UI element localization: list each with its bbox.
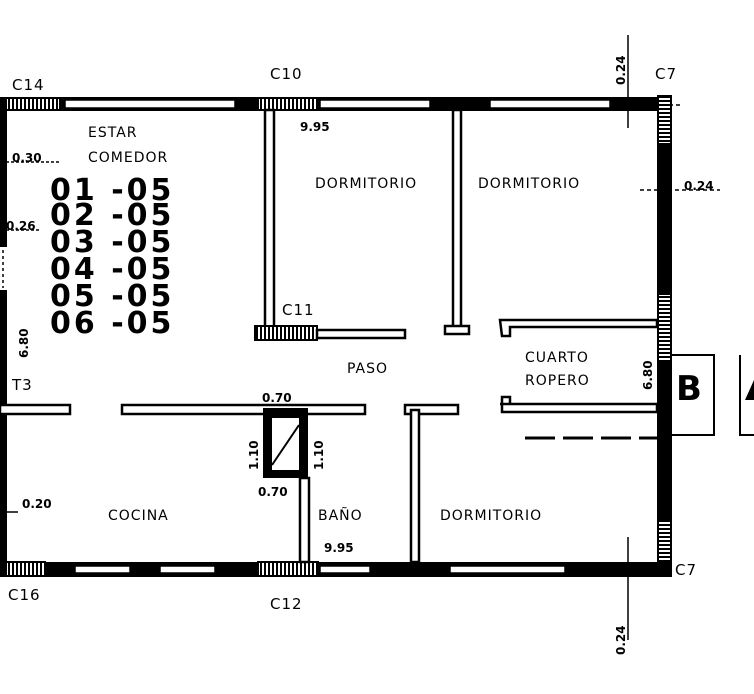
column-label-c7-top: C7: [655, 65, 677, 83]
dimension-label: 0.30: [12, 151, 42, 165]
dimension-lines: [6, 35, 720, 640]
unit-number: 06 -05: [50, 306, 174, 341]
room-label-cuarto: CUARTO: [525, 350, 589, 366]
unit-number: 03 -05: [50, 225, 174, 260]
unit-number: 01 -05: [50, 173, 174, 208]
room-label-cocina: COCINA: [108, 508, 169, 524]
dimension-label: 0.24: [614, 55, 628, 85]
room-label-comedor: COMEDOR: [88, 150, 168, 166]
room-label-dormitorio-2: DORMITORIO: [478, 176, 580, 192]
unit-number: 05 -05: [50, 279, 174, 314]
left-wall: [0, 97, 7, 577]
unit-number-list: 01 -05 02 -05 03 -05 04 -05 05 -05 06 -0…: [50, 173, 174, 341]
block-b-outline: [672, 354, 754, 436]
room-label-paso: PASO: [347, 361, 388, 377]
column-label-c11: C11: [282, 301, 315, 319]
column-label-c10: C10: [270, 65, 303, 83]
dimension-label: 9.95: [300, 120, 330, 134]
room-label-dormitorio-1: DORMITORIO: [315, 176, 417, 192]
room-label-ropero: ROPERO: [525, 373, 590, 389]
dimension-label: 6.80: [641, 360, 655, 390]
dimension-label: 9.95: [324, 541, 354, 555]
unit-number: 02 -05: [50, 198, 174, 233]
dimension-label: 0.20: [22, 497, 52, 511]
column-label-c7-bottom: C7: [675, 561, 697, 579]
room-label-bano: BAÑO: [318, 507, 363, 524]
dimension-label: 0.70: [262, 391, 292, 405]
room-label-estar: ESTAR: [88, 125, 138, 141]
dimension-label: 0.26: [6, 219, 36, 233]
dimension-label: 0.24: [684, 179, 714, 193]
dimension-label: 1.10: [312, 440, 326, 470]
dimension-label: 0.70: [258, 485, 288, 499]
top-wall: [0, 97, 672, 111]
column-label-c12: C12: [270, 595, 303, 613]
unit-number: 04 -05: [50, 252, 174, 287]
right-wall: [657, 95, 672, 577]
column-label-c14: C14: [12, 76, 45, 94]
dimension-label: 6.80: [17, 328, 31, 358]
column-label-c16: C16: [8, 586, 41, 604]
bottom-wall: [0, 561, 672, 577]
ventilation-shaft: [263, 408, 308, 478]
block-label: B: [676, 369, 702, 409]
room-label-dormitorio-3: DORMITORIO: [440, 508, 542, 524]
dimension-label: 1.10: [247, 440, 261, 470]
dimension-label: 0.24: [614, 625, 628, 655]
interior-walls: [0, 108, 659, 564]
column-label-t3: T3: [11, 376, 33, 394]
